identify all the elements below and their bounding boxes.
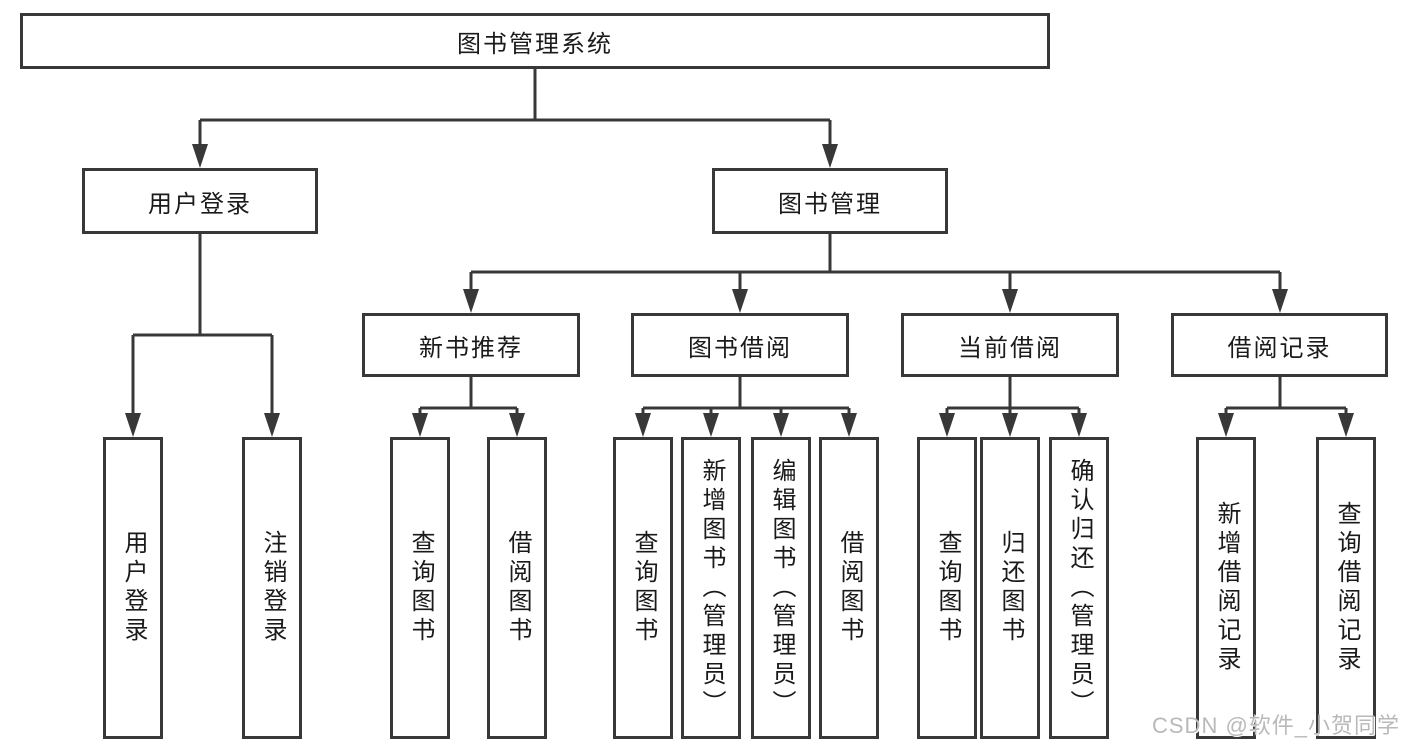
node-new-book-recommend: 新书推荐	[362, 313, 580, 377]
leaf-borrow-query-book: 查询图书	[613, 437, 673, 739]
leaf-borrow-edit-book: 编辑图书（管理员）	[751, 437, 811, 739]
leaf-current-confirm-return: 确认归还（管理员）	[1049, 437, 1109, 739]
leaf-record-query: 查询借阅记录	[1316, 437, 1376, 739]
leaf-record-add: 新增借阅记录	[1196, 437, 1256, 739]
arrowhead-icons	[125, 144, 1354, 437]
leaf-borrow-borrow-book: 借阅图书	[819, 437, 879, 739]
node-book-borrow: 图书借阅	[631, 313, 849, 377]
node-book-management: 图书管理	[712, 168, 948, 234]
leaf-current-query-book: 查询图书	[917, 437, 977, 739]
node-borrow-record: 借阅记录	[1171, 313, 1388, 377]
leaf-recommend-borrow-book: 借阅图书	[487, 437, 547, 739]
leaf-login: 用户登录	[103, 437, 163, 739]
leaf-borrow-add-book: 新增图书（管理员）	[681, 437, 741, 739]
node-user-login: 用户登录	[82, 168, 318, 234]
leaf-logout: 注销登录	[242, 437, 302, 739]
node-current-borrow: 当前借阅	[901, 313, 1119, 377]
node-root: 图书管理系统	[20, 13, 1050, 69]
csdn-watermark: CSDN @软件_小贺同学	[1152, 713, 1401, 738]
leaf-current-return-book: 归还图书	[980, 437, 1040, 739]
leaf-recommend-query-book: 查询图书	[390, 437, 450, 739]
